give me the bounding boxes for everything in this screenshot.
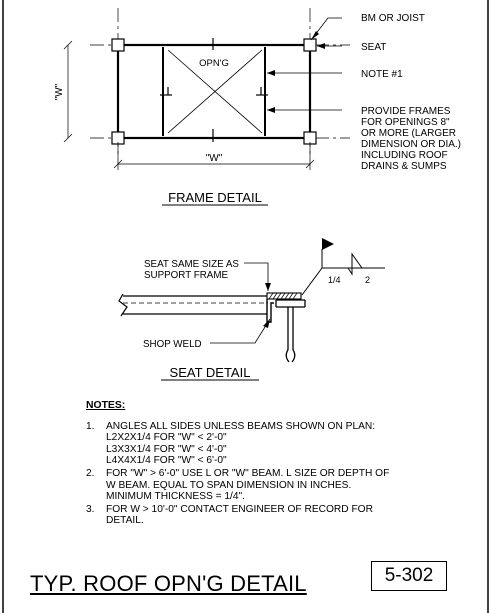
general-notes: NOTES: 1. ANGLES ALL SIDES UNLESS BEAMS …	[86, 400, 486, 527]
height-dimension-label: "W"	[54, 83, 65, 100]
note1-label: NOTE #1	[361, 69, 403, 80]
bm-or-joist-label: BM OR JOIST	[361, 13, 425, 24]
svg-text:SEAT SAME SIZE AS: SEAT SAME SIZE AS	[144, 259, 239, 270]
seat-detail-title: SEAT DETAIL	[170, 365, 251, 380]
width-dimension-label: "W"	[206, 153, 223, 164]
frame-beams	[116, 43, 312, 140]
weld-symbol	[301, 249, 385, 296]
seat-angle	[266, 299, 274, 323]
shop-weld-label: SHOP WELD	[143, 339, 202, 350]
seat-label: SEAT	[361, 42, 386, 53]
svg-text:DIMENSION OR DIA.): DIMENSION OR DIA.)	[361, 139, 461, 150]
svg-text:FOR OPENINGS 8": FOR OPENINGS 8"	[361, 117, 450, 128]
frame-detail: OPN'G "W" "W" BM O	[54, 8, 461, 206]
note-item-2: 2. FOR "W" > 6'-0" USE L OR "W" BEAM. L …	[86, 467, 390, 503]
frame-detail-title: FRAME DETAIL	[168, 190, 262, 205]
weld-length-label: 2	[365, 275, 370, 285]
field-weld-flag	[322, 238, 334, 250]
opening-label: OPN'G	[199, 58, 229, 69]
svg-text:PROVIDE FRAMES: PROVIDE FRAMES	[361, 106, 451, 117]
drawing-title: TYP. ROOF OPN'G DETAIL	[30, 571, 307, 596]
weld-size-label: 1/4	[328, 275, 341, 285]
detail-number: 5-302	[371, 561, 447, 591]
opening-cross	[167, 49, 263, 134]
note-item-3: 3. FOR W > 10'-0" CONTACT ENGINEER OF RE…	[86, 503, 373, 527]
svg-text:OR MORE (LARGER: OR MORE (LARGER	[361, 128, 456, 139]
seat-detail: 1/4 2 SEAT SAME SIZE AS SUPPORT FRAME SH…	[118, 238, 385, 381]
support-beam	[275, 299, 306, 363]
seats	[111, 38, 317, 145]
seat-same-size-label: SEAT SAME SIZE AS SUPPORT FRAME	[144, 259, 239, 281]
notes-heading: NOTES:	[86, 400, 126, 411]
svg-text:DRAINS & SUMPS: DRAINS & SUMPS	[361, 161, 447, 172]
weld-hatch	[266, 292, 302, 300]
opening-frame-angles	[162, 47, 266, 136]
provide-frames-label: PROVIDE FRAMES FOR OPENINGS 8" OR MORE (…	[361, 106, 461, 172]
note-item-1: 1. ANGLES ALL SIDES UNLESS BEAMS SHOWN O…	[86, 420, 376, 467]
svg-text:INCLUDING ROOF: INCLUDING ROOF	[361, 150, 448, 161]
svg-text:SUPPORT FRAME: SUPPORT FRAME	[144, 270, 228, 281]
